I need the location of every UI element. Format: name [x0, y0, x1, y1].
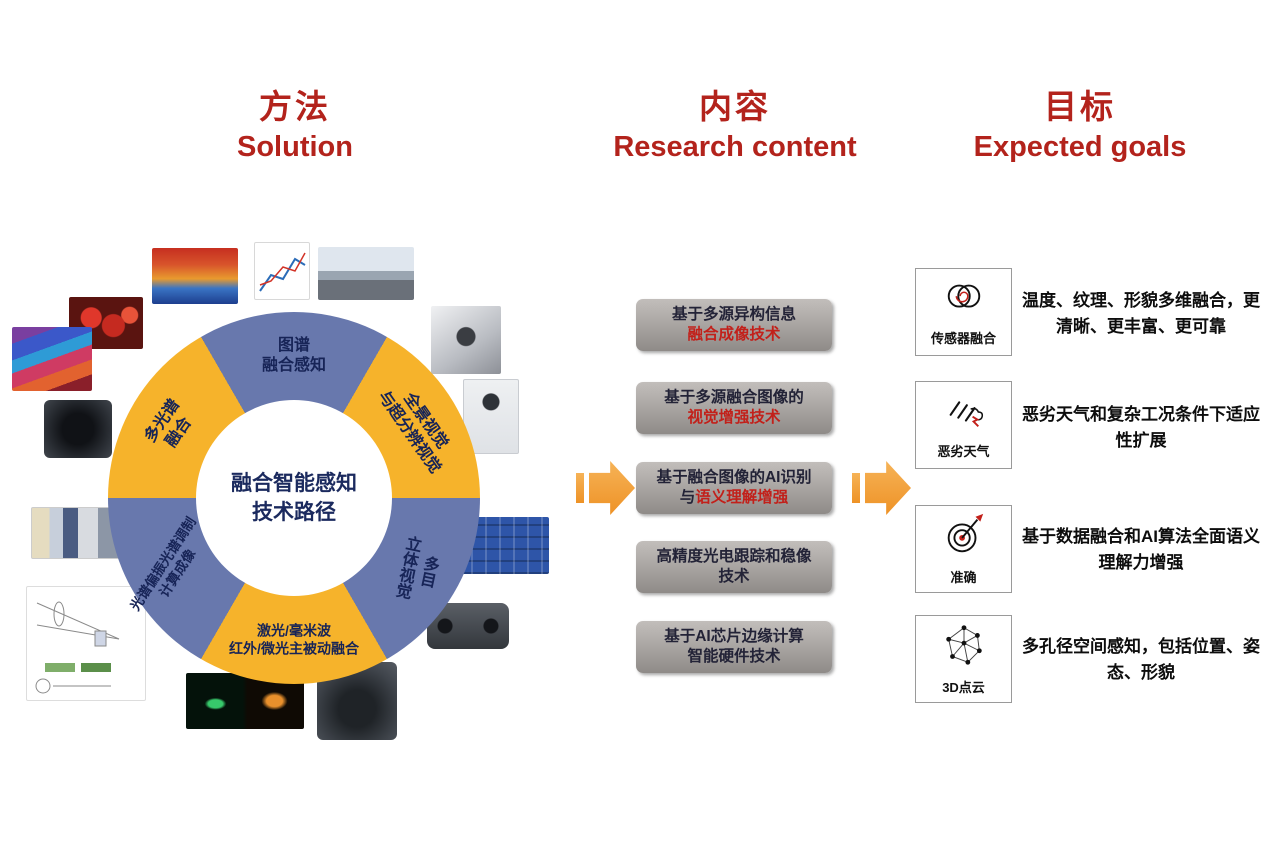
chart-lines: [259, 252, 306, 292]
goal-desc-bad-weather: 恶劣天气和复杂工况条件下适应性扩展: [1022, 405, 1260, 450]
arrow-head: [865, 461, 911, 515]
goal-desc-accuracy: 基于数据融合和AI算法全面语义理解力增强: [1022, 527, 1260, 572]
segment-label-panoramic-super-resolution: 全景视觉 与超分辨视觉: [374, 388, 451, 477]
research-box-ai-recognition: 基于融合图像的AI识别 与语义理解增强: [636, 462, 832, 514]
research-box-tracking-stabilization: 高精度光电跟踪和稳像 技术: [636, 541, 832, 593]
header-solution-en: Solution: [237, 131, 353, 163]
segment-label-spectrum-fusion-perception: 图谱 融合感知: [261, 337, 327, 374]
sensor-fusion-icon: [941, 277, 987, 324]
header-goals-en: Expected goals: [973, 131, 1187, 163]
optical-path-diagram: [26, 586, 146, 701]
bad-weather-icon: [941, 390, 987, 437]
header-research-content: 内容 Research content: [560, 80, 910, 164]
ptz-white-camera: [463, 379, 519, 454]
header-goals-zh: 目标: [1044, 88, 1116, 125]
goal-box-accuracy: 准确: [915, 505, 1012, 593]
goal-desc-3d-point-cloud: 多孔径空间感知，包括位置、姿态、形貌: [1022, 637, 1260, 682]
goal-box-3d-point-cloud: 3D点云: [915, 615, 1012, 703]
goal-box-sensor-fusion: 传感器融合: [915, 268, 1012, 356]
optical-path-lines: [35, 601, 120, 694]
flow-arrow-right-icon: [852, 461, 911, 515]
solution-donut-ring: 图谱 融合感知 全景视觉 与超分辨视觉 多目 立体视觉 激光/毫米波 红外/微光…: [108, 312, 480, 684]
black-lens-camera: [44, 400, 112, 458]
goal-desc-sensor-fusion: 温度、纹理、形貌多维融合，更清晰、更丰富、更可靠: [1022, 291, 1260, 336]
header-expected-goals: 目标 Expected goals: [928, 80, 1232, 164]
header-content-zh: 内容: [699, 88, 771, 125]
flow-arrow-left-icon: [576, 461, 635, 515]
arrow-bar: [576, 473, 584, 503]
header-solution-zh: 方法: [259, 88, 331, 125]
spectral-layer-stack: [12, 327, 92, 391]
donut-center-title: 融合智能感知 技术路径: [231, 471, 357, 524]
segment-label-multispectral-fusion: 多光谱 融合: [141, 396, 195, 451]
multispectral-fruit-cube: [152, 248, 238, 304]
target-accuracy-icon: [941, 512, 987, 563]
panorama-street-photo: [318, 247, 414, 300]
arrow-head: [589, 461, 635, 515]
research-box-fusion-imaging: 基于多源异构信息 融合成像技术: [636, 299, 832, 351]
segment-label-multi-eye-stereo-vision: 多目 立体视觉: [391, 533, 440, 600]
research-box-edge-computing-hardware: 基于AI芯片边缘计算 智能硬件技术: [636, 621, 832, 673]
goal-box-bad-weather: 恶劣天气: [915, 381, 1012, 469]
point-cloud-icon: [941, 622, 987, 673]
header-content-en: Research content: [613, 131, 857, 163]
arrow-bar: [852, 473, 860, 503]
research-box-visual-enhancement: 基于多源融合图像的 视觉增强技术: [636, 382, 832, 434]
segment-label-laser-mmwave-ir-fusion: 激光/毫米波 红外/微光主被动融合: [229, 622, 359, 657]
header-solution: 方法 Solution: [145, 80, 445, 164]
spectral-response-chart: [254, 242, 310, 300]
donut-center: 融合智能感知 技术路径: [196, 400, 392, 596]
multi-camera-cube: [431, 306, 501, 374]
